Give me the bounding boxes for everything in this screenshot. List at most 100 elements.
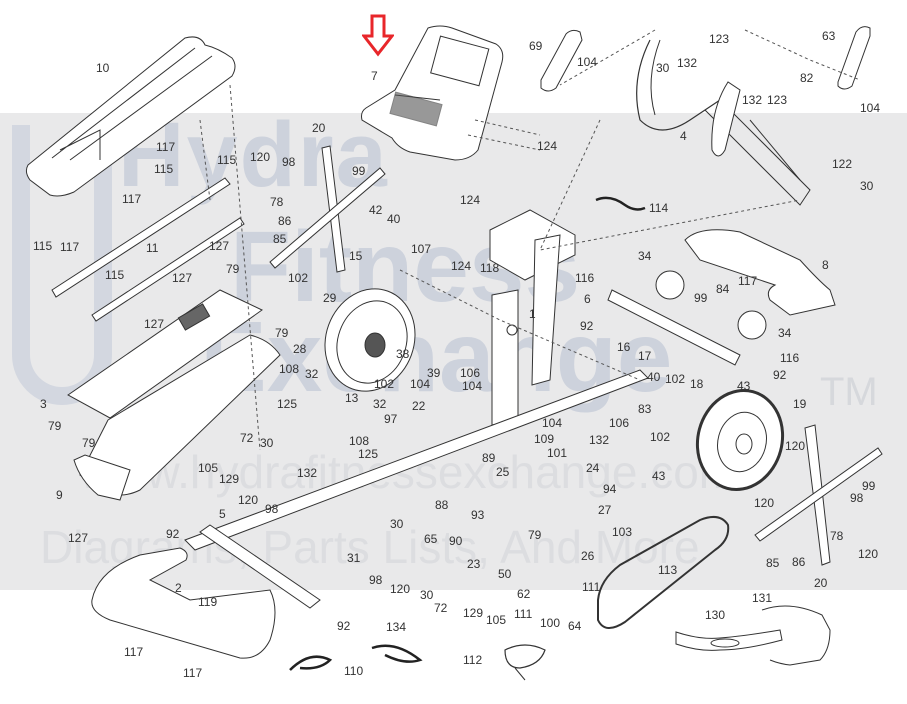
part-number-label: 10 — [96, 61, 110, 75]
part-number-label: 127 — [144, 317, 165, 331]
part-number-label: 113 — [658, 563, 678, 577]
part-number-label: 124 — [537, 139, 558, 153]
part-number-label: 104 — [462, 379, 483, 393]
part-number-label: 84 — [716, 282, 730, 296]
part-4-arm — [636, 39, 811, 206]
part-number-label: 99 — [694, 291, 708, 305]
part-number-label: 100 — [540, 616, 561, 630]
part-number-label: 98 — [282, 155, 296, 169]
part-number-label: 19 — [793, 397, 807, 411]
part-number-label: 117 — [124, 645, 144, 659]
part-number-label: 50 — [498, 567, 512, 581]
part-number-label: 104 — [577, 55, 598, 69]
part-number-label: 79 — [275, 326, 289, 340]
part-number-label: 129 — [463, 606, 484, 620]
part-number-label: 108 — [279, 362, 300, 376]
part-number-label: 27 — [598, 503, 612, 517]
part-number-label: 106 — [460, 366, 481, 380]
part-number-label: 11 — [146, 241, 159, 255]
part-131-strap — [761, 605, 831, 666]
part-number-label: 123 — [767, 93, 788, 107]
part-number-label: 4 — [680, 129, 687, 143]
part-number-label: 5 — [219, 507, 226, 521]
part-number-label: 102 — [650, 430, 671, 444]
part-number-label: 26 — [581, 549, 595, 563]
part-number-label: 24 — [586, 461, 600, 475]
part-number-label: 132 — [677, 56, 698, 70]
part-number-label: 43 — [737, 379, 751, 393]
part-number-label: 79 — [528, 528, 542, 542]
part-number-label: 117 — [122, 192, 142, 206]
part-number-label: 18 — [690, 377, 704, 391]
part-number-label: 117 — [156, 140, 176, 154]
part-number-label: 38 — [396, 347, 410, 361]
part-number-label: 83 — [638, 402, 652, 416]
part-number-label: 130 — [705, 608, 726, 622]
part-number-label: 86 — [278, 214, 292, 228]
part-number-label: 101 — [547, 446, 568, 460]
part-number-label: 9 — [56, 488, 63, 502]
part-number-label: 64 — [568, 619, 582, 633]
part-number-label: 16 — [617, 340, 631, 354]
part-number-label: 102 — [374, 377, 395, 391]
part-number-label: 42 — [369, 203, 383, 217]
part-number-label: 62 — [517, 587, 531, 601]
part-number-label: 117 — [60, 240, 80, 254]
part-number-label: 69 — [529, 39, 543, 53]
part-number-label: 94 — [603, 482, 617, 496]
part-number-label: 120 — [858, 547, 879, 561]
part-number-label: 102 — [288, 271, 309, 285]
part-number-label: 20 — [312, 121, 326, 135]
part-number-label: 78 — [830, 529, 844, 543]
part-number-label: 90 — [449, 534, 463, 548]
part-number-label: 111 — [514, 607, 533, 621]
part-number-label: 86 — [792, 555, 806, 569]
part-number-label: 89 — [482, 451, 496, 465]
part-number-label: 22 — [412, 399, 426, 413]
part-34-wheels — [655, 270, 767, 340]
part-number-label: 105 — [486, 613, 507, 627]
part-number-label: 120 — [390, 582, 411, 596]
part-number-label: 123 — [709, 32, 730, 46]
part-number-label: 108 — [349, 434, 370, 448]
guide-lines — [199, 29, 861, 451]
part-number-label: 30 — [656, 61, 670, 75]
part-number-label: 63 — [822, 29, 836, 43]
part-number-label: 105 — [198, 461, 219, 475]
part-134-cable — [371, 644, 423, 663]
part-number-label: 104 — [410, 377, 431, 391]
part-number-label: 72 — [434, 601, 448, 615]
part-number-label: 92 — [773, 368, 787, 382]
part-number-label: 120 — [238, 493, 259, 507]
part-7-console[interactable] — [361, 25, 504, 161]
part-number-label: 116 — [575, 271, 595, 285]
part-number-label: 111 — [582, 580, 601, 594]
part-number-label: 102 — [665, 372, 686, 386]
part-number-label: 72 — [240, 431, 254, 445]
part-number-label: 114 — [649, 201, 669, 215]
highlight-arrow-icon — [362, 14, 394, 57]
part-69-handle-cover — [540, 29, 583, 92]
part-number-label: 82 — [800, 71, 814, 85]
part-number-label: 92 — [337, 619, 351, 633]
part-number-label: 34 — [778, 326, 792, 340]
part-number-label: 79 — [226, 262, 240, 276]
part-number-label: 15 — [349, 249, 363, 263]
part-130-chest-strap — [675, 629, 783, 651]
part-1-upright — [489, 209, 576, 426]
part-number-label: 6 — [584, 292, 591, 306]
part-63-handle-cover — [837, 26, 871, 90]
part-number-label: 104 — [860, 101, 881, 115]
part-number-label: 78 — [270, 195, 284, 209]
part-number-label: 115 — [217, 153, 237, 167]
part-number-label: 122 — [832, 157, 853, 171]
part-number-label: 132 — [297, 466, 318, 480]
part-number-label: 93 — [471, 508, 485, 522]
part-number-label: 32 — [305, 367, 319, 381]
part-number-label: 79 — [48, 419, 62, 433]
part-number-label: 32 — [373, 397, 387, 411]
part-112-power-cord — [504, 644, 546, 681]
part-number-label: 127 — [68, 531, 89, 545]
part-number-label: 120 — [754, 496, 775, 510]
